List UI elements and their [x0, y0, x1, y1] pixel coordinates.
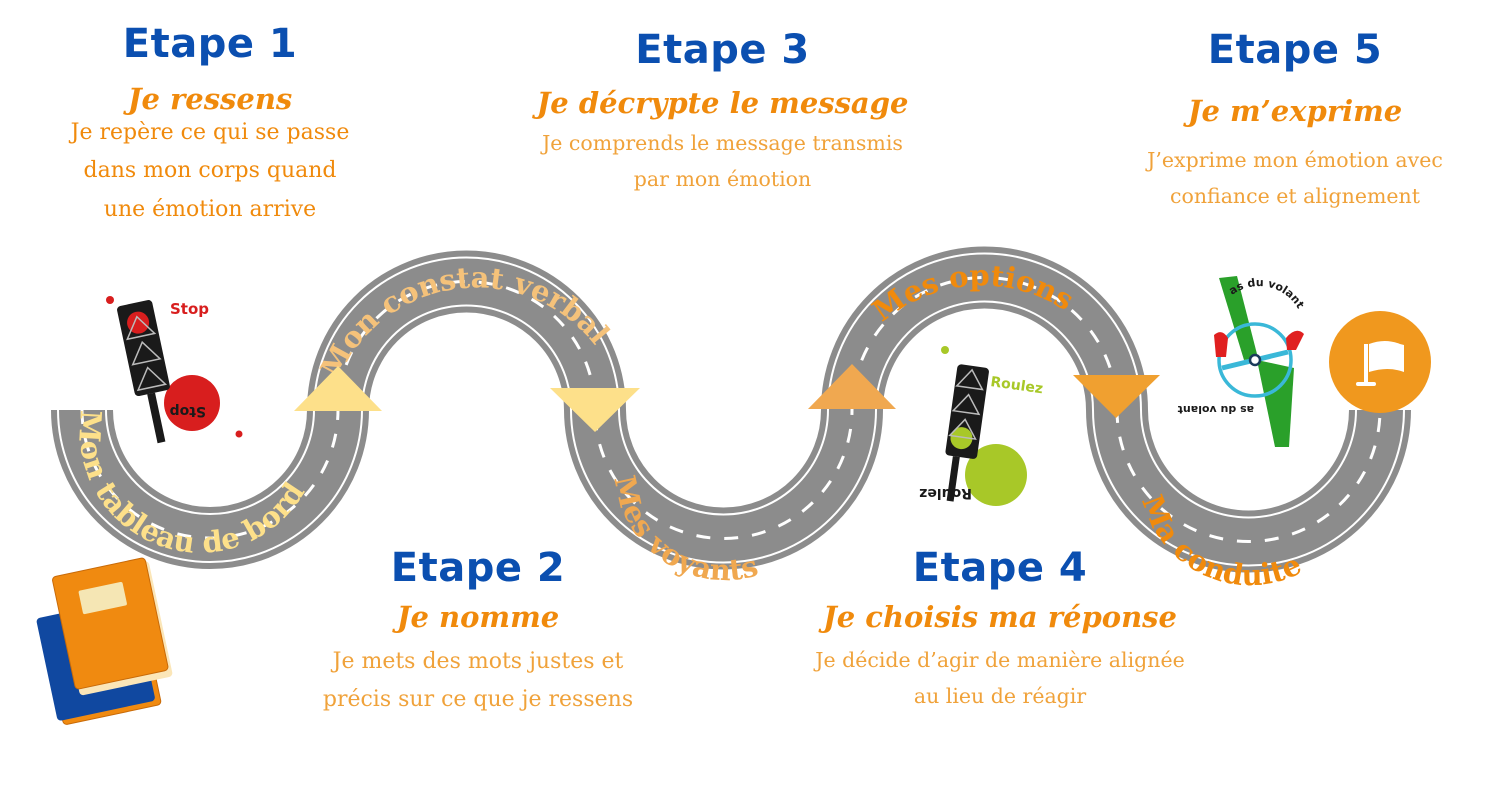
step-1: Etape 1 Je ressens Je repère ce qui se p…	[40, 22, 380, 229]
step-title: Etape 2	[390, 545, 566, 591]
svg-text:Stop: Stop	[170, 403, 206, 419]
finish-flag-button	[1329, 311, 1431, 413]
svg-text:Roulez: Roulez	[989, 374, 1044, 397]
arrow-down-icon	[1073, 375, 1160, 418]
arrow-up-icon	[808, 364, 896, 409]
step-description: Je décide d’agir de manière alignée au l…	[815, 647, 1185, 708]
step-4: Etape 4 Je choisis ma réponse Je décide …	[780, 546, 1220, 715]
notebooks-icon	[36, 557, 173, 725]
step-subtitle: Je décrypte le message	[536, 86, 909, 120]
step-3: Etape 3 Je décrypte le message Je compre…	[500, 28, 945, 198]
step-5: Etape 5 Je m’exprime J’exprime mon émoti…	[1110, 28, 1480, 215]
step-title: Etape 4	[912, 545, 1088, 591]
step-description: Je repère ce qui se passe dans mon corps…	[70, 119, 350, 222]
step-title: Etape 3	[635, 27, 810, 73]
step-subtitle: Je nomme	[396, 600, 560, 634]
arrow-up-icon	[294, 366, 382, 411]
svg-text:as du volant: as du volant	[1178, 403, 1254, 416]
svg-text:Stop: Stop	[170, 300, 209, 318]
step-description: J’exprime mon émotion avec confiance et …	[1147, 147, 1443, 208]
go-traffic-light-illustration: Roulez Roulez	[919, 346, 1044, 506]
step-description: Je comprends le message transmis par mon…	[542, 130, 903, 191]
step-subtitle: Je m’exprime	[1187, 94, 1403, 128]
steering-wheel-illustration: as du volant as du volant	[1178, 276, 1307, 447]
step-subtitle: Je ressens	[127, 82, 293, 116]
step-2: Etape 2 Je nomme Je mets des mots justes…	[298, 546, 658, 720]
step-subtitle: Je choisis ma réponse	[823, 600, 1177, 634]
arrow-down-icon	[550, 388, 640, 432]
svg-text:Roulez: Roulez	[919, 485, 972, 501]
step-title: Etape 5	[1207, 27, 1383, 73]
step-description: Je mets des mots justes et précis sur ce…	[322, 648, 634, 713]
step-title: Etape 1	[122, 21, 298, 67]
flag-icon	[1356, 341, 1404, 386]
stop-traffic-light-illustration: Stop Stop	[106, 296, 243, 444]
